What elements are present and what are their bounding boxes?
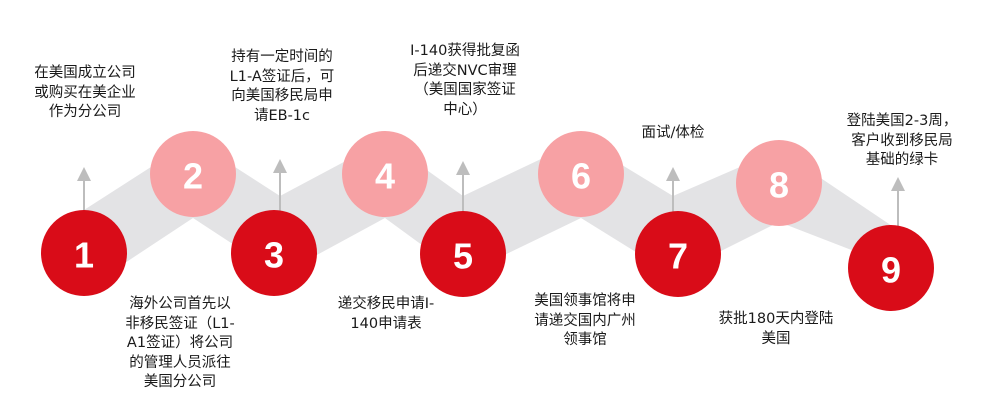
- arrow-up-icon: [273, 159, 287, 212]
- step-3-label: 持有一定时间的 L1-A签证后，可 向美国移民局申 请EB-1c: [229, 49, 335, 124]
- step-circle-8: 8: [736, 140, 822, 226]
- step-circle-1: 1: [41, 210, 127, 296]
- svg-text:6: 6: [571, 156, 591, 197]
- step-8-label: 获批180天内登陆 美国: [718, 311, 834, 347]
- step-circle-7: 7: [635, 211, 721, 297]
- arrow-up-icon: [77, 167, 91, 212]
- step-9-label: 登陆美国2-3周， 客户收到移民局 基础的绿卡: [846, 113, 958, 168]
- step-2-label: 在美国成立公司 或购买在美企业 作为分公司: [34, 65, 136, 120]
- step-circle-3: 3: [231, 210, 317, 296]
- step-1-label: 海外公司首先以 非移民签证（L1- A1签证）将公司 的管理人员派往 美国分公司: [125, 296, 235, 390]
- step-circle-9: 9: [848, 225, 934, 311]
- step-5-label: I-140获得批复函 后递交NVC审理 （美国国家签证 中心）: [410, 43, 520, 118]
- svg-text:8: 8: [769, 165, 789, 206]
- step-circle-6: 6: [538, 131, 624, 217]
- arrow-up-icon: [456, 161, 470, 212]
- step-6-label: 美国领事馆将申 请递交国内广州 领事馆: [534, 293, 636, 348]
- arrow-up-icon: [891, 177, 905, 228]
- step-circle-4: 4: [342, 131, 428, 217]
- svg-text:9: 9: [881, 250, 901, 291]
- svg-text:3: 3: [264, 235, 284, 276]
- step-circle-5: 5: [420, 211, 506, 297]
- svg-text:2: 2: [183, 156, 203, 197]
- step-7-label: 面试/体检: [641, 125, 705, 141]
- step-circle-2: 2: [150, 131, 236, 217]
- arrow-up-icon: [666, 167, 680, 212]
- svg-text:4: 4: [375, 156, 395, 197]
- svg-text:7: 7: [668, 236, 688, 277]
- svg-text:5: 5: [453, 236, 473, 277]
- svg-text:1: 1: [74, 235, 94, 276]
- step-4-label: 递交移民申请I- 140申请表: [337, 296, 435, 332]
